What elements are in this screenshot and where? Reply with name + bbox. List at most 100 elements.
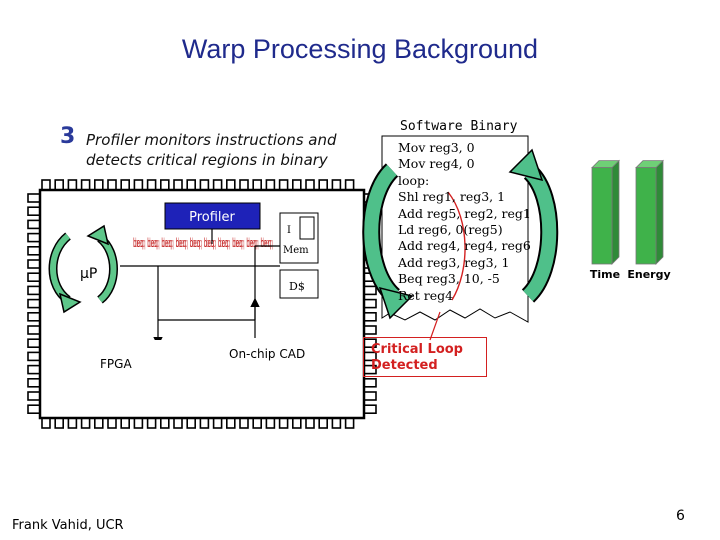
step-description: Profiler monitors instructions and detec… [86,131,337,169]
imem-inner-icon [299,216,315,240]
chip-pin [363,404,377,415]
chip-pin [27,285,41,296]
chip-pin [27,391,41,401]
chip-pin [239,417,249,429]
chip-pin [318,179,329,191]
chip-pin [363,298,377,309]
critical-loop-callout: Critical Loop Detected [363,337,487,377]
profiler-beq-trace-overlay: beq beq beq beq beq beq beq beq beq beq [135,236,273,250]
chip-pin [54,179,65,191]
chip-pin [305,417,315,429]
time-energy-chart: Time Energy [590,159,671,281]
chip-pin [265,179,276,191]
chip-pin [27,338,41,349]
step-number: 3 [60,124,76,149]
page-number: 6 [676,508,685,524]
code-line: loop: [398,172,430,188]
binary-code: Mov reg3, 0 Mov reg4, 0 loop: Shl reg1, … [398,140,531,304]
chip-pin [120,179,130,191]
chip-pin [27,206,41,216]
chip-pin [226,417,236,429]
chip-pin [363,311,377,322]
chip-pin [212,417,223,429]
code-line: Mov reg3, 0 [398,140,475,155]
chip-pin [146,179,157,191]
chip-pin [41,179,51,191]
slide-title: Warp Processing Background [181,34,539,64]
chip-pin [160,417,170,429]
processor-label: µP [80,266,97,282]
dcache-block [279,269,319,299]
code-line: Mov reg4, 0 [398,156,475,172]
code-line: Beq reg3, 10, -5 [398,271,500,287]
chip-pin [27,351,41,362]
chip-pin [331,179,342,191]
chart-bar-side [611,159,620,265]
chip-pin [27,325,41,335]
chip-pin [363,377,377,388]
dcache-label: D$ [289,280,305,293]
chip-pin [133,179,144,191]
chip-pin [344,417,355,429]
chip-pin [67,417,78,429]
chart-bar-side [655,159,664,265]
chip-pin [239,179,249,191]
code-line: Add reg3, reg3, 1 [398,254,510,270]
chip-pin [120,417,130,429]
chip-pin [186,417,196,429]
callout-line-2: Detected [371,358,438,373]
chip-pin [41,417,51,429]
chip-pin [94,179,104,191]
chip-pin [212,179,223,191]
profiler-block [164,202,261,230]
chip-pin [80,417,91,429]
chip-pin [54,417,65,429]
cad-block [218,338,318,388]
fpga-label: FPGA [100,357,132,371]
callout-pointer [429,311,441,341]
chip-pin [331,417,342,429]
loop-highlight-arc [447,191,466,301]
chip-pin [107,417,117,429]
chip-pin [199,417,210,429]
code-line: Ret reg4 [398,287,454,303]
chip-pin [94,417,104,429]
chip-pin [133,417,144,429]
chip-pin [27,232,41,243]
chip-pin [27,364,41,375]
author-footer: Frank Vahid, UCR [12,518,124,533]
chart-category-label: Time [590,268,620,281]
cad-label: On-chip CAD [229,347,305,361]
chip-pin [27,377,41,388]
chip-pin [27,193,41,203]
chip-pin [107,179,117,191]
chip-pin [27,298,41,309]
chip-pin [318,417,329,429]
profiler-beq-trace: beq beq beq beq beq beq beq beq beq beq [133,236,271,250]
chip-pin [344,179,355,191]
chip-pin [27,246,41,256]
chip-pin [186,179,196,191]
chip-pin [252,417,262,429]
code-line: Shl reg1, reg3, 1 [398,189,506,205]
chip-pin [173,417,183,429]
chip-pin [291,417,302,429]
binary-title: Software Binary [400,119,518,134]
chip-pin [278,179,289,191]
chip-pin [305,179,315,191]
chip-pin [291,179,302,191]
chip-pin [27,404,41,415]
chip-pin [67,179,78,191]
chart-bar-time [591,167,613,265]
chip-pin [173,179,183,191]
chart-category-label: Energy [627,268,670,281]
fpga-block [60,340,200,396]
chip-pin [27,311,41,322]
chip-pin [199,179,210,191]
binary-left-arrow [362,163,414,320]
chip-pin [27,272,41,283]
imem-label-2: Mem [283,245,309,256]
chip-pin [160,179,170,191]
chip-pin [226,179,236,191]
